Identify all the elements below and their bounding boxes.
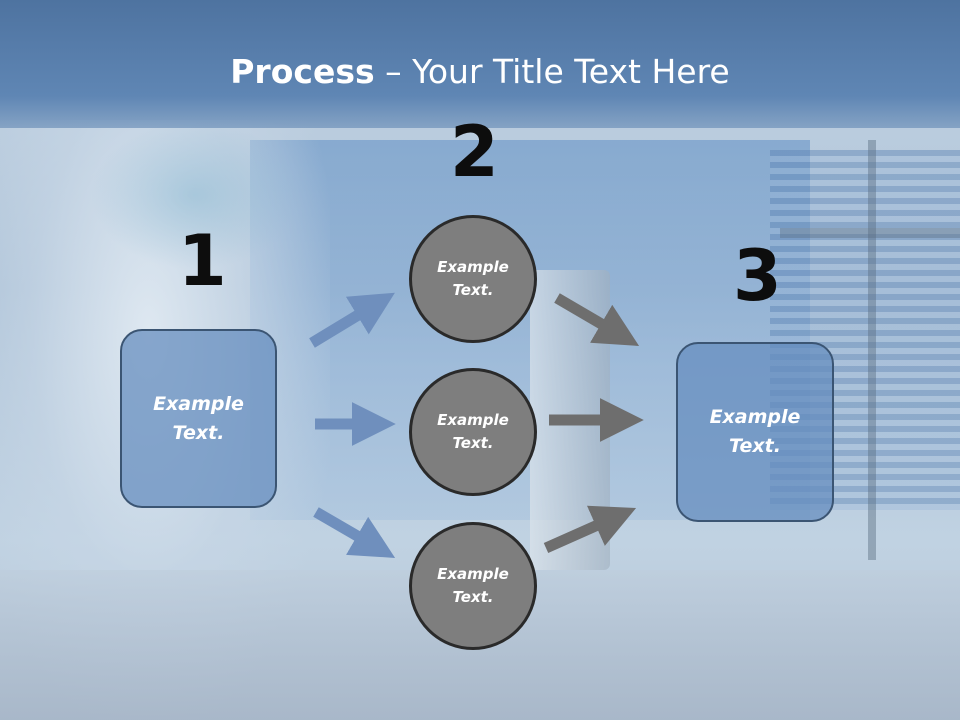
title-bold: Process [230,52,375,91]
step-2-circle-middle[interactable]: Example Text. [409,368,537,496]
step-2-text-middle: Example Text. [437,411,509,452]
step-2-circle-bottom[interactable]: Example Text. [409,522,537,650]
background-head [90,120,300,270]
background-lab-stand [868,140,876,560]
step-number-2: 2 [450,111,499,193]
step-1-box[interactable]: Example Text. [120,329,277,508]
title-rest: – Your Title Text Here [374,52,730,91]
step-number-1: 1 [178,220,227,302]
step-2-circle-top[interactable]: Example Text. [409,215,537,343]
step-number-3: 3 [733,235,782,317]
background-lab-stand-arm [780,228,960,238]
step-3-text: Example Text. [709,406,801,457]
step-2-text-bottom: Example Text. [437,565,509,606]
slide-title: Process – Your Title Text Here [0,52,960,91]
arrow-1-to-2-top [309,292,395,348]
step-3-box[interactable]: Example Text. [676,342,834,522]
step-1-text: Example Text. [153,392,244,444]
title-band [0,0,960,128]
arrow-1-to-2-bottom [313,507,396,558]
arrow-2-to-3-top [554,293,640,346]
step-2-text-top: Example Text. [437,258,509,299]
arrow-2-to-3-bottom [543,505,637,554]
